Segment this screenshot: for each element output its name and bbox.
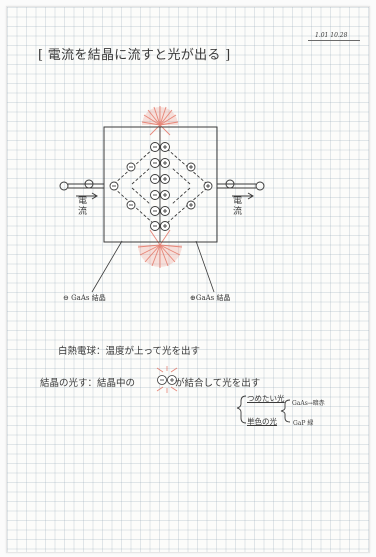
current-label-left: 電流	[78, 196, 88, 218]
current-label-right: 電流	[233, 196, 243, 218]
crystal-light-prefix: 結晶の光す：結晶中の	[40, 378, 135, 389]
p-crystal-label: ⊕GaAs 結晶	[190, 293, 231, 303]
cool-light-text: つめたい光	[247, 393, 285, 404]
charge-carriers	[110, 143, 212, 231]
mono-light-text: 単色の光	[247, 416, 277, 427]
n-crystal-label: ⊖ GaAs 結晶	[63, 293, 106, 303]
gaas-color-note: GaAs→暗赤	[292, 398, 325, 407]
gap-color-note: GaP 緑	[293, 418, 313, 427]
incandescent-note: 白熱電球：温度が上って光を出す	[58, 343, 200, 357]
crystal-light-suffix: が結合して光を出す	[175, 378, 260, 389]
crystal-light-note: 結晶の光す：結晶中の が結合して光を出す	[40, 375, 260, 389]
